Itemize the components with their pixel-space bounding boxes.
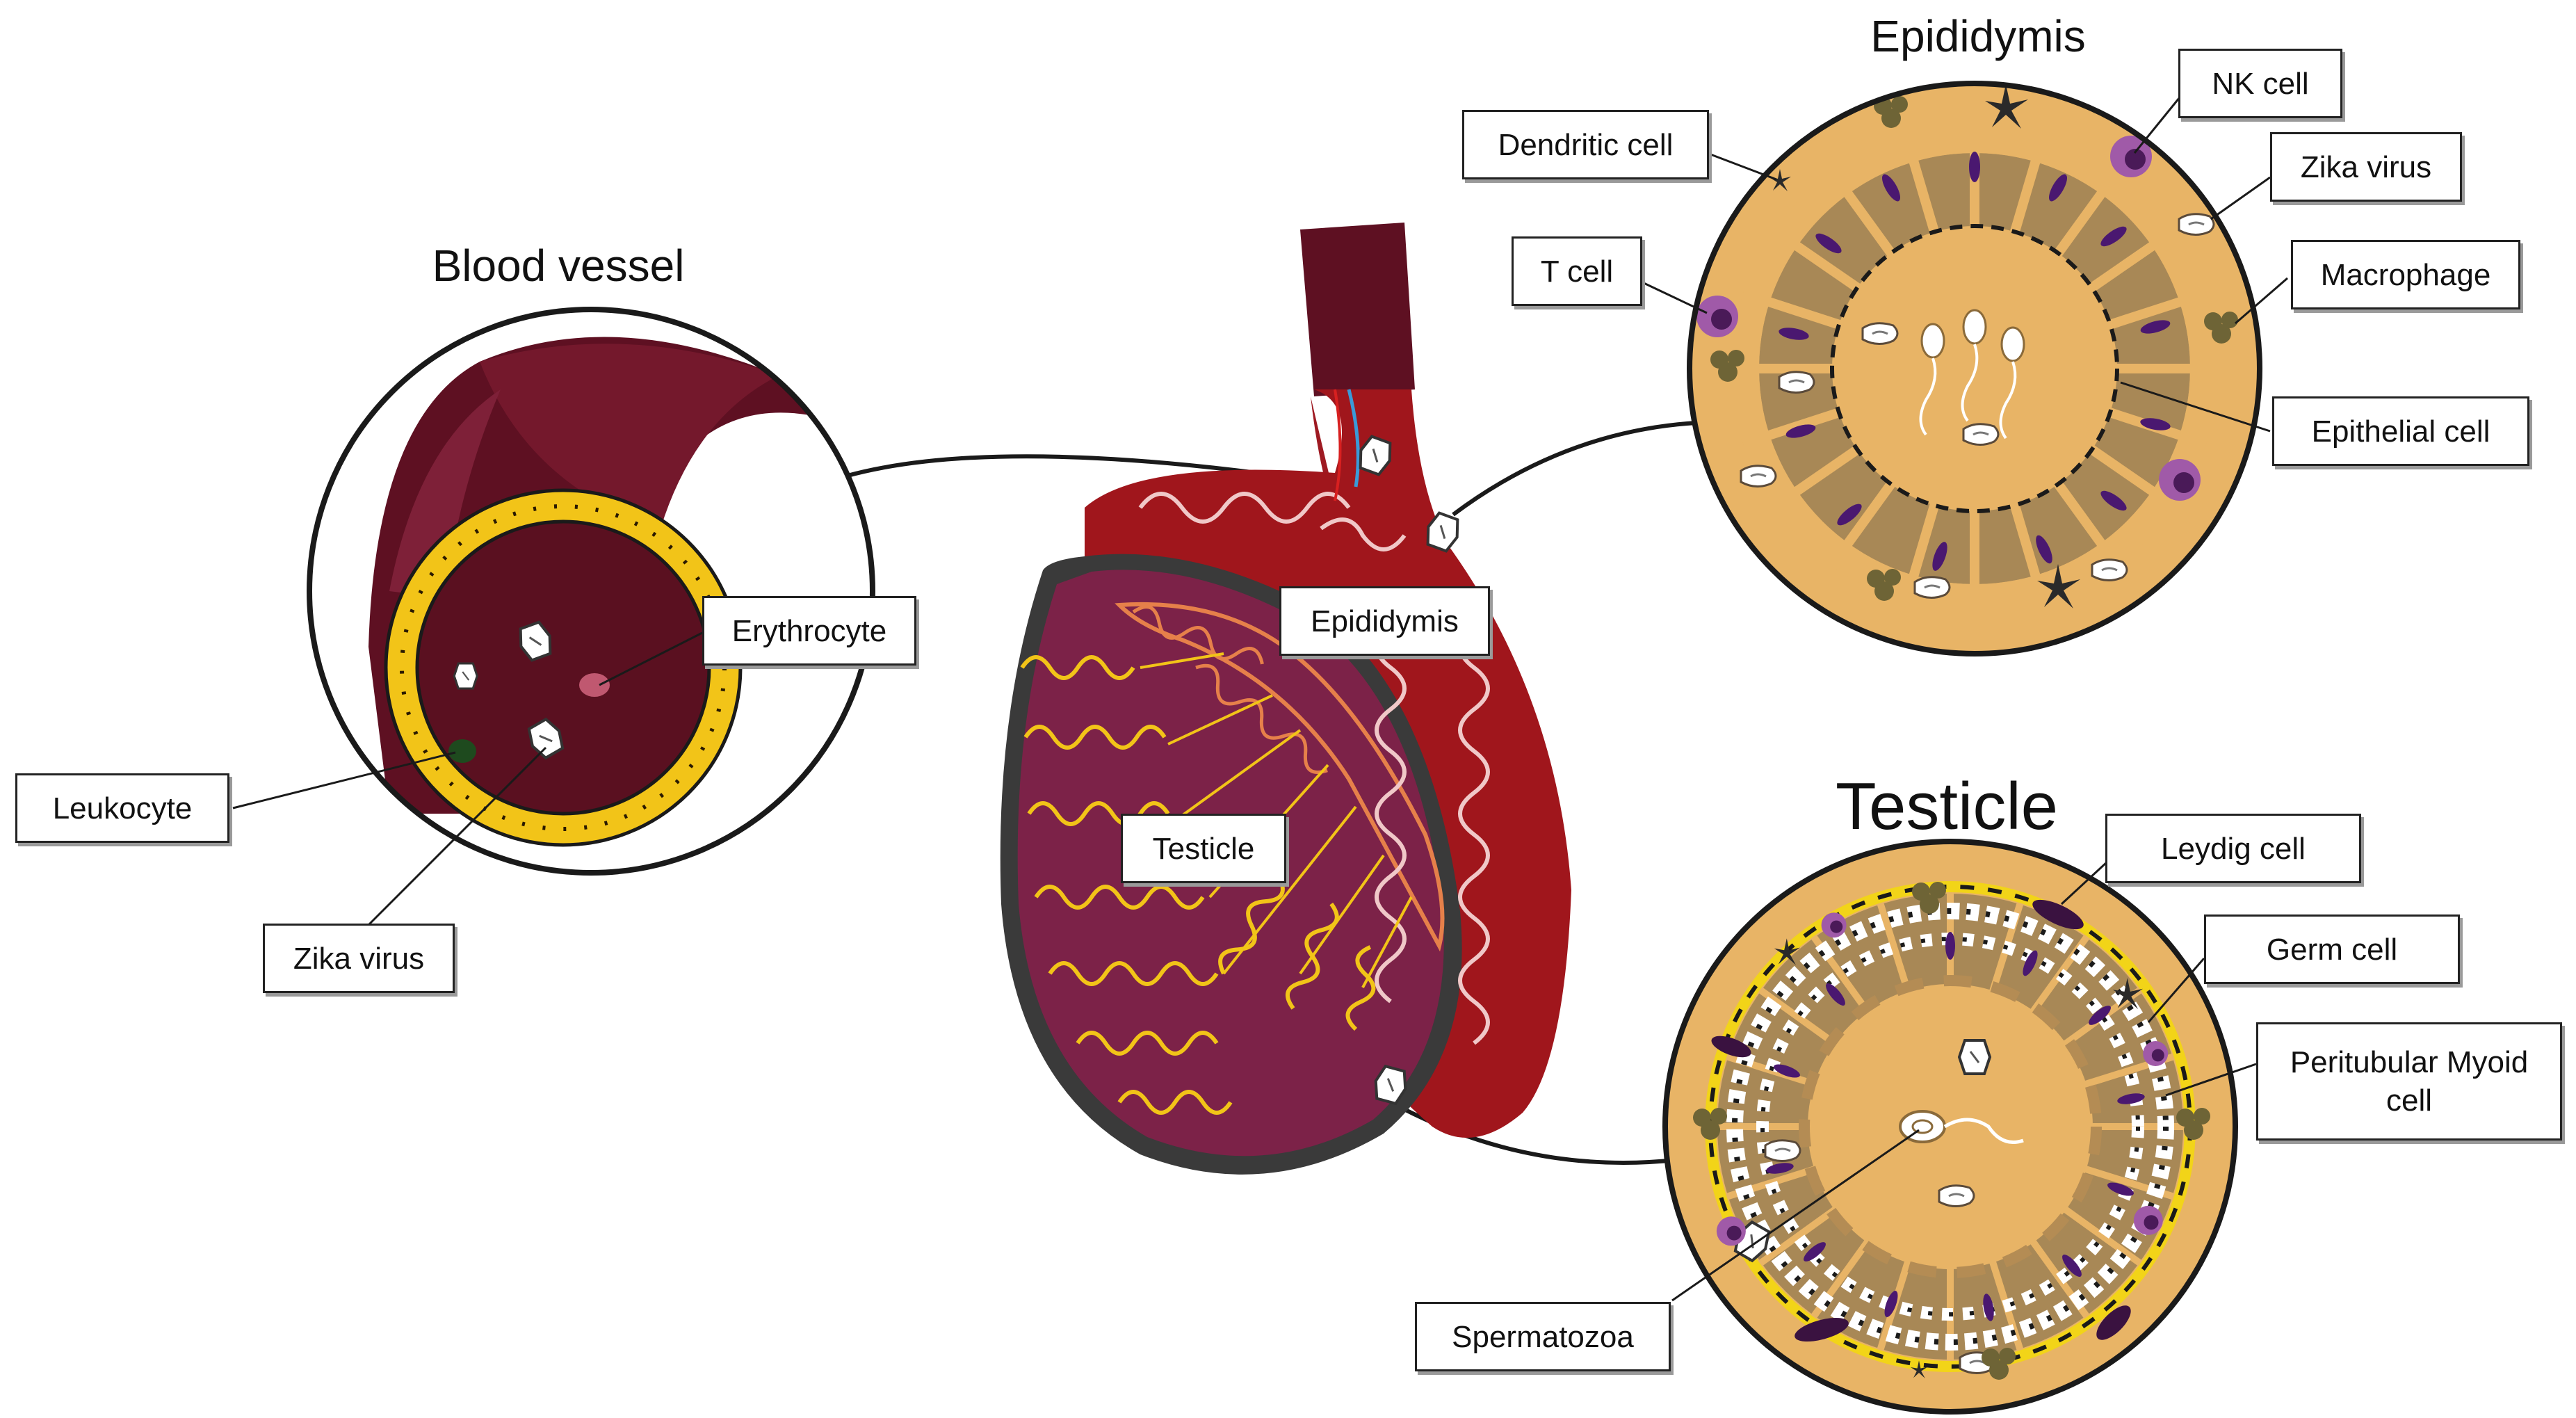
leydig-cell-label: Leydig cell (2105, 814, 2361, 883)
peritubular-myoid-line1: Peritubular Myoid (2290, 1045, 2529, 1079)
blood-vessel-title: Blood vessel (432, 241, 685, 291)
testicle-center-label: Testicle (1121, 814, 1286, 883)
dendritic-cell-label: Dendritic cell (1462, 110, 1709, 179)
t-cell-label: T cell (1512, 236, 1642, 306)
epithelial-cell-label: Epithelial cell (2272, 396, 2529, 466)
peritubular-myoid-line2: cell (2385, 1083, 2433, 1118)
spermatozoa-label: Spermatozoa (1415, 1302, 1671, 1371)
peritubular-myoid-cell-label: Peritubular Myoid cell (2256, 1022, 2562, 1141)
epididymis-center-label: Epididymis (1279, 586, 1490, 656)
leukocyte-label: Leukocyte (15, 773, 229, 843)
macrophage-label: Macrophage (2291, 240, 2520, 309)
zika-virus-epi-label: Zika virus (2270, 132, 2462, 202)
testicle-title: Testicle (1835, 769, 2059, 844)
erythrocyte-label: Erythrocyte (702, 596, 916, 666)
nk-cell-label: NK cell (2178, 49, 2342, 118)
germ-cell-label: Germ cell (2204, 915, 2460, 984)
epididymis-title: Epididymis (1870, 11, 2086, 61)
zika-virus-blood-label: Zika virus (263, 924, 455, 993)
